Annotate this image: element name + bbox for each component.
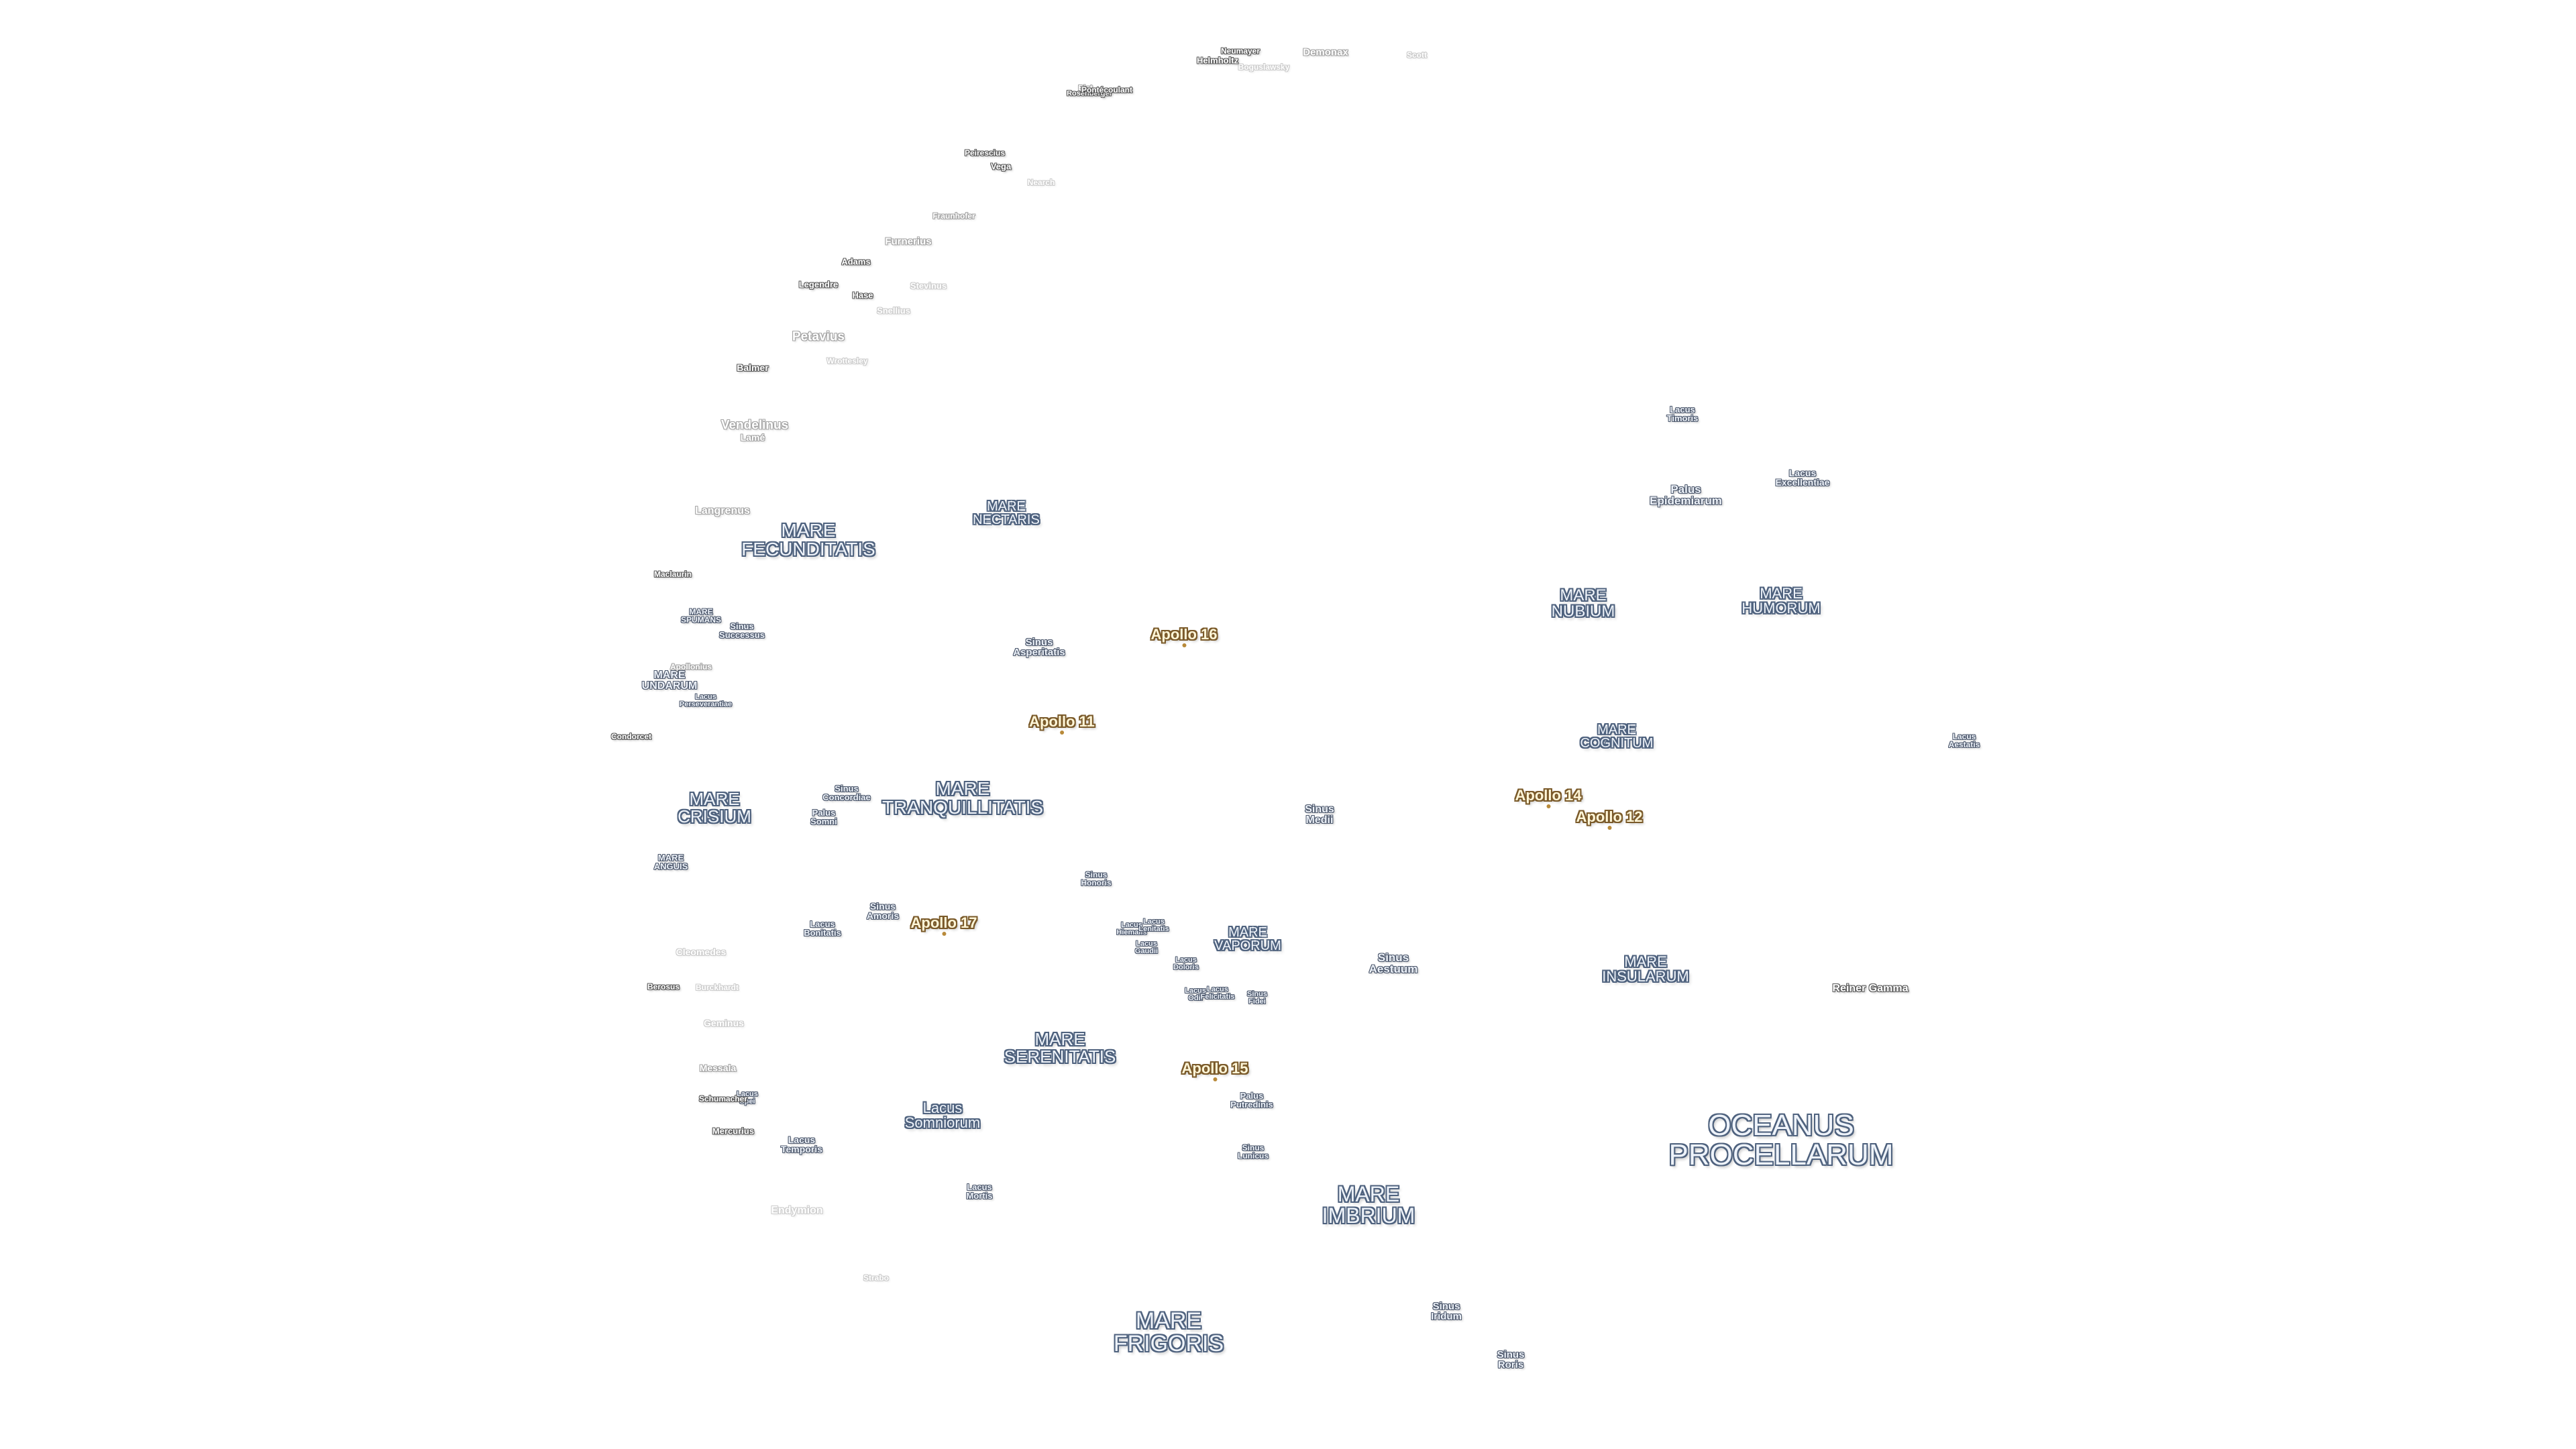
crater-label-scott: Scott: [1407, 50, 1427, 60]
feature-label-mare-fecunditatis: MARE FECUNDITATIS: [741, 520, 875, 559]
crater-label-mercurius: Mercurius: [712, 1126, 755, 1136]
crater-label-balmer: Balmer: [737, 362, 769, 373]
feature-label-sinus-honoris: Sinus Honoris: [1081, 870, 1112, 888]
feature-label-lacus-gaudii: Lacus Gaudii: [1134, 940, 1159, 955]
feature-label-sinus-amoris: Sinus Amoris: [866, 901, 900, 921]
feature-label-palus-epidemiarum: Palus Epidemiarum: [1650, 483, 1722, 507]
crater-label-demonax: Demonax: [1303, 46, 1348, 58]
feature-label-mare-nectaris: MARE NECTARIS: [973, 499, 1040, 527]
feature-label-mare-spumans: MARE SPUMANS: [680, 607, 722, 625]
crater-label-strabo: Strabo: [863, 1273, 890, 1283]
feature-label-lacus-mortis: Lacus Mortis: [966, 1182, 993, 1201]
feature-label-sinus-concordiae: Sinus Concordiae: [822, 784, 871, 802]
crater-label-adams: Adams: [841, 256, 871, 267]
feature-label-lacus-timoris: Lacus Timoris: [1666, 405, 1699, 423]
feature-label-lacus-somniorum: Lacus Somniorum: [904, 1099, 981, 1131]
crater-label-biot: Biot: [1078, 84, 1093, 93]
apollo-site-apollo-16: Apollo 16: [1150, 627, 1218, 647]
feature-label-mare-imbrium: MARE IMBRIUM: [1322, 1182, 1415, 1228]
feature-label-sinus-roris: Sinus Roris: [1497, 1349, 1525, 1371]
crater-label-furnerius: Furnerius: [885, 235, 932, 248]
landing-site-marker: [1181, 643, 1186, 647]
feature-label-lacus-perseverantiae: Lacus Perseverantiae: [679, 693, 733, 708]
crater-label-schumacher: Schumacher: [698, 1094, 748, 1104]
crater-label-condorcet: Condorcet: [611, 732, 651, 741]
apollo-site-apollo-14: Apollo 14: [1515, 788, 1582, 808]
feature-label-lacus-excellentiae: Lacus Excellentiae: [1775, 468, 1830, 488]
feature-label-lacus-aestatis: Lacus Aestatis: [1948, 732, 1980, 749]
crater-label-messala: Messala: [699, 1063, 737, 1073]
feature-label-mare-nubium: MARE NUBIUM: [1551, 586, 1615, 621]
feature-label-sinus-medii: Sinus Medii: [1305, 804, 1334, 826]
crater-label-geminus: Geminus: [704, 1018, 744, 1028]
feature-label-palus-putredinis: Palus Putredinis: [1230, 1091, 1273, 1110]
feature-label-lacus-hiemalis: Lacus Hiemalis: [1116, 921, 1147, 936]
landing-site-marker: [1607, 826, 1611, 830]
crater-label-boguslawsky: Boguslawsky: [1238, 62, 1290, 72]
crater-label-neumayer: Neumayer: [1220, 46, 1260, 56]
crater-label-rosenberger: Rosenberger: [1067, 89, 1112, 98]
crater-label-nearch: Nearch: [1027, 178, 1055, 187]
crater-label-hase: Hase: [852, 290, 873, 301]
crater-label-langrenus: Langrenus: [695, 505, 750, 517]
landing-site-marker: [1059, 731, 1064, 735]
feature-label-lacus-spei: Lacus Spei: [737, 1090, 758, 1106]
crater-label-helmholtz: Helmholtz: [1196, 55, 1239, 66]
feature-label-mare-cognitum: MARE COGNITUM: [1580, 722, 1654, 751]
feature-label-lacus-felicitatis: Lacus Felicitatis: [1200, 985, 1235, 1001]
feature-label-lacus-temporis: Lacus Temporis: [781, 1134, 822, 1155]
crater-label-burckhardt: Burckhardt: [695, 983, 739, 992]
crater-label-cleomedes: Cleomedes: [676, 947, 727, 957]
crater-label-vega: Vega: [990, 161, 1012, 172]
feature-label-mare-frigoris: MARE FRIGORIS: [1113, 1308, 1224, 1356]
crater-label-legendre: Legendre: [798, 279, 839, 290]
feature-label-mare-humorum: MARE HUMORUM: [1741, 585, 1821, 616]
feature-label-lacus-lenitatis: Lacus Lenitatis: [1138, 918, 1169, 933]
landing-site-marker: [1546, 804, 1550, 808]
landing-site-marker: [1212, 1077, 1217, 1081]
crater-label-pont-coulant: Pontécoulant: [1081, 85, 1133, 95]
feature-label-mare-tranquillitatis: MARE TRANQUILLITATIS: [881, 778, 1044, 818]
feature-label-lacus-bonitatis: Lacus Bonitatis: [804, 919, 841, 938]
crater-label-wrottesley: Wrottesley: [826, 356, 868, 366]
crater-label-fraunhofer: Fraunhofer: [932, 211, 975, 221]
crater-label-snellius: Snellius: [877, 305, 910, 316]
feature-label-mare-anguis: MARE ANGUIS: [653, 853, 688, 871]
crater-label-maclaurin: Maclaurin: [653, 570, 692, 579]
crater-label-apollonius: Apollonius: [670, 662, 712, 672]
apollo-site-apollo-15: Apollo 15: [1181, 1061, 1248, 1081]
crater-label-petavius: Petavius: [792, 329, 845, 344]
feature-label-mare-undarum: MARE UNDARUM: [641, 669, 698, 692]
crater-label-berosus: Berosus: [647, 982, 680, 991]
feature-label-sinus-lunicus: Sinus Lunicus: [1237, 1143, 1269, 1161]
crater-label-peirescius: Peirescius: [964, 148, 1006, 158]
feature-label-sinus-fidei: Sinus Fidei: [1247, 990, 1267, 1006]
feature-label-lacus-doloris: Lacus Doloris: [1173, 956, 1199, 971]
crater-label-reiner-gamma: Reiner Gamma: [1832, 983, 1909, 994]
crater-label-lam: Lamé: [740, 432, 765, 443]
crater-label-vendelinus: Vendelinus: [720, 418, 789, 433]
feature-label-mare-vaporum: MARE VAPORUM: [1214, 925, 1281, 953]
feature-label-palus-somni: Palus Somni: [810, 808, 837, 826]
feature-label-sinus-aestuum: Sinus Aestuum: [1368, 951, 1418, 975]
crater-label-stevinus: Stevinus: [910, 280, 947, 291]
feature-label-oceanus-procellarum: OCEANUS PROCELLARUM: [1668, 1109, 1894, 1171]
feature-label-mare-insularum: MARE INSULARUM: [1602, 953, 1689, 985]
feature-label-sinus-successus: Sinus Successus: [719, 621, 765, 640]
apollo-site-apollo-17: Apollo 17: [910, 916, 977, 936]
feature-label-sinus-iridum: Sinus Iridum: [1431, 1301, 1462, 1322]
feature-label-sinus-asperitatis: Sinus Asperitatis: [1013, 637, 1065, 658]
apollo-site-apollo-11: Apollo 11: [1029, 714, 1095, 735]
crater-label-endymion: Endymion: [771, 1205, 823, 1216]
apollo-site-apollo-12: Apollo 12: [1576, 810, 1643, 830]
landing-site-marker: [941, 932, 946, 936]
feature-label-mare-serenitatis: MARE SERENITATIS: [1004, 1029, 1116, 1067]
feature-label-lacus-odii: Lacus Odii: [1185, 987, 1206, 1002]
feature-label-mare-crisium: MARE CRISIUM: [678, 789, 751, 826]
